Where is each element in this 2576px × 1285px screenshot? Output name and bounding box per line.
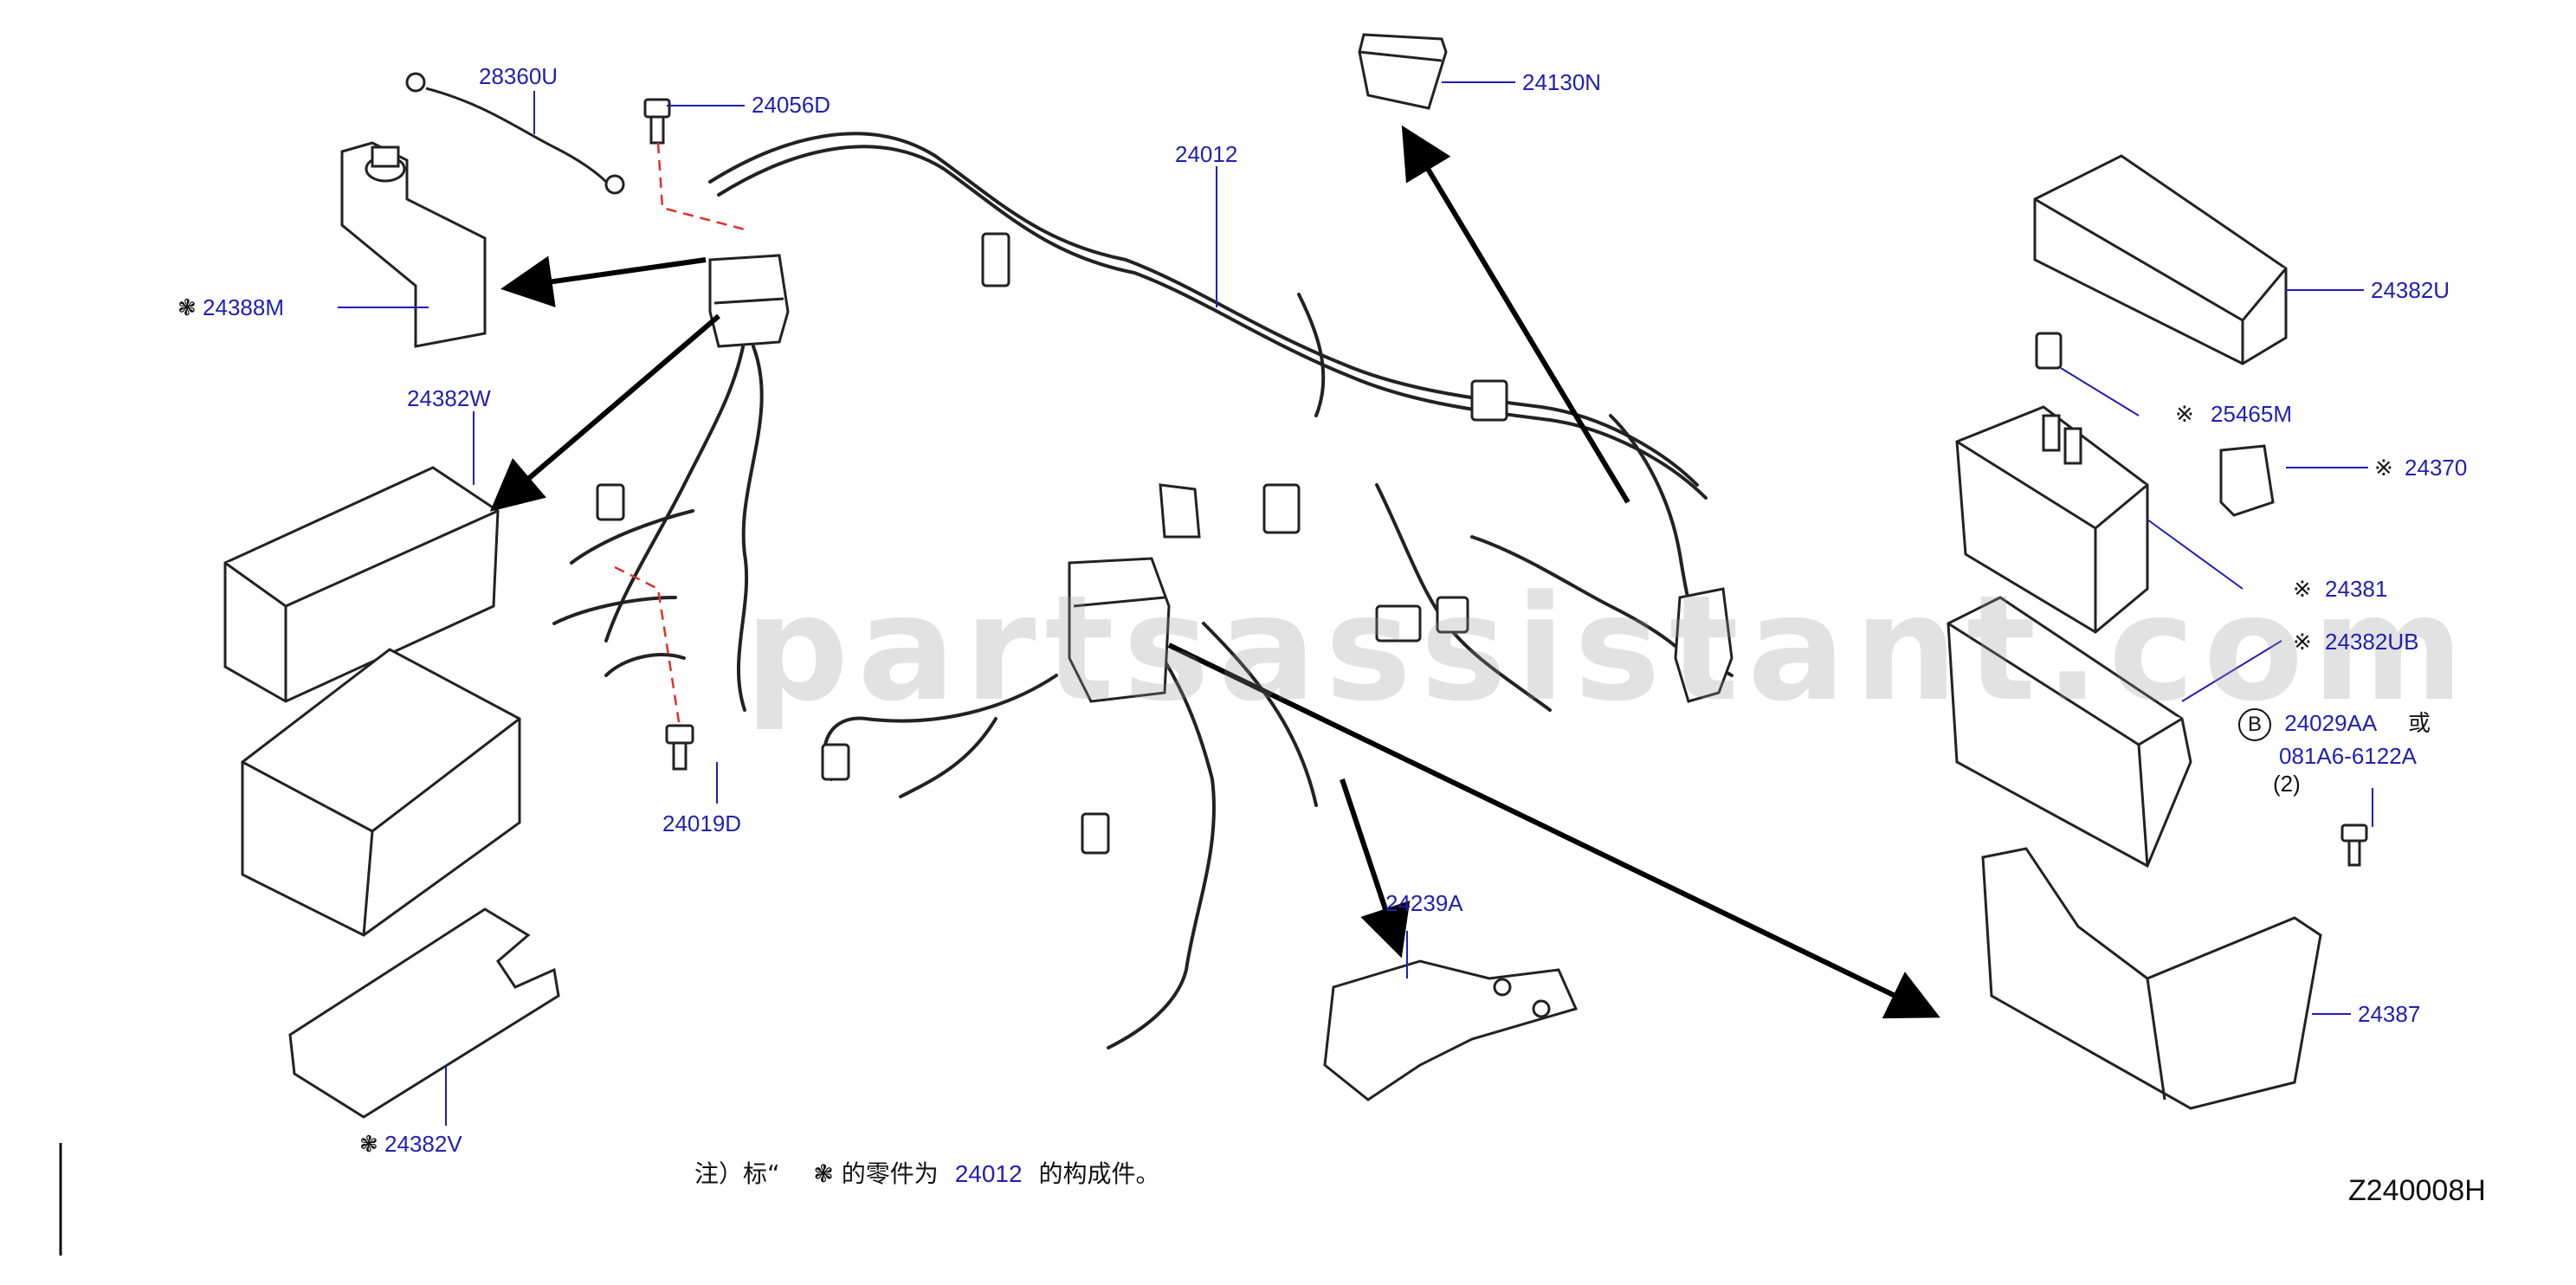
- label-24381[interactable]: ※ 24381: [2293, 578, 2387, 600]
- fuse-block-24381: [1955, 405, 2149, 634]
- footnote: 注）标“ ❃ 的零件为 24012 的构成件。: [694, 1162, 1160, 1186]
- label-24029aa-text: 24029AA: [2284, 710, 2376, 736]
- footnote-prefix: 注）标“: [694, 1159, 780, 1188]
- asterisk-marker-icon: ※: [2293, 576, 2312, 602]
- footnote-part-number[interactable]: 24012: [954, 1160, 1023, 1187]
- ground-strap-28360u: [405, 72, 625, 195]
- label-25465m[interactable]: ※ 25465M: [2175, 403, 2292, 425]
- label-24387[interactable]: 24387: [2358, 1001, 2421, 1027]
- bolt-24056d: [643, 98, 671, 145]
- fuse-box-lower-case: [241, 648, 521, 937]
- fuse-box-cover-24382v: [288, 907, 560, 1119]
- cover-24130n: [1358, 33, 1448, 110]
- asterisk-marker-icon: ※: [2293, 629, 2312, 655]
- main-harness-24012: [552, 132, 1733, 1049]
- harness-connectors: [596, 232, 1508, 855]
- footnote-suffix: 的零件为: [841, 1159, 939, 1188]
- label-24382ub-text: 24382UB: [2325, 629, 2419, 655]
- circle-b-marker: B: [2238, 708, 2271, 741]
- gear-marker-icon: ❃: [178, 294, 197, 320]
- label-24370-text: 24370: [2405, 455, 2468, 481]
- label-24382v[interactable]: ❃ 24382V: [359, 1133, 462, 1155]
- center-fuse-block: [1068, 483, 1201, 703]
- footnote-end: 的构成件。: [1038, 1159, 1160, 1188]
- label-24056d[interactable]: 24056D: [752, 92, 831, 118]
- fuse-box-lid-24382u: [2033, 154, 2288, 365]
- bracket-24387: [1981, 847, 2322, 1110]
- watermark-text: partsassistant.com: [745, 564, 2473, 733]
- label-24381-text: 24381: [2325, 576, 2388, 602]
- label-24382v-text: 24382V: [384, 1131, 462, 1157]
- label-leaders: [338, 81, 2373, 1126]
- gear-marker-icon: ❃: [813, 1159, 834, 1188]
- label-24019d[interactable]: 24019D: [662, 810, 742, 836]
- screw-24029aa: [2340, 823, 2368, 867]
- gear-marker-icon: ❃: [359, 1131, 378, 1157]
- explode-arrows: [489, 125, 1940, 1019]
- label-24388m[interactable]: ❃ 24388M: [178, 296, 284, 319]
- label-28360u[interactable]: 28360U: [479, 63, 558, 89]
- bracket-24239a: [1323, 959, 1579, 1101]
- red-dashed-leaders: [614, 142, 746, 728]
- control-module: [1674, 587, 1733, 703]
- label-24012[interactable]: 24012: [1175, 141, 1238, 167]
- label-24382u[interactable]: 24382U: [2371, 277, 2450, 303]
- or-text: 或: [2408, 711, 2431, 737]
- label-24130n[interactable]: 24130N: [1522, 69, 1602, 95]
- label-24029aa[interactable]: B 24029AA 或: [2238, 708, 2431, 741]
- bolt-24019d: [665, 724, 694, 771]
- diagram-code: Z240008H: [2348, 1174, 2486, 1207]
- bracket-24388m: [340, 141, 487, 348]
- fuse-24370: [2219, 444, 2275, 517]
- label-24239a[interactable]: 24239A: [1385, 890, 1463, 916]
- label-24382w[interactable]: 24382W: [407, 385, 491, 411]
- asterisk-marker-icon: ※: [2374, 455, 2393, 481]
- label-24388m-text: 24388M: [203, 294, 284, 320]
- asterisk-marker-icon: ※: [2175, 401, 2194, 427]
- label-24370[interactable]: ※ 24370: [2374, 456, 2467, 479]
- fuse-25465m: [2035, 332, 2063, 370]
- label-081a6-6122a[interactable]: 081A6-6122A: [2279, 743, 2418, 769]
- quantity-2: (2): [2273, 771, 2301, 797]
- fuse-box-cover-24382w: [223, 466, 500, 703]
- relay-block-top: [708, 254, 790, 348]
- label-24382ub[interactable]: ※ 24382UB: [2293, 630, 2418, 653]
- label-25465m-text: 25465M: [2211, 401, 2292, 427]
- fuse-case-24382ub: [1947, 596, 2192, 869]
